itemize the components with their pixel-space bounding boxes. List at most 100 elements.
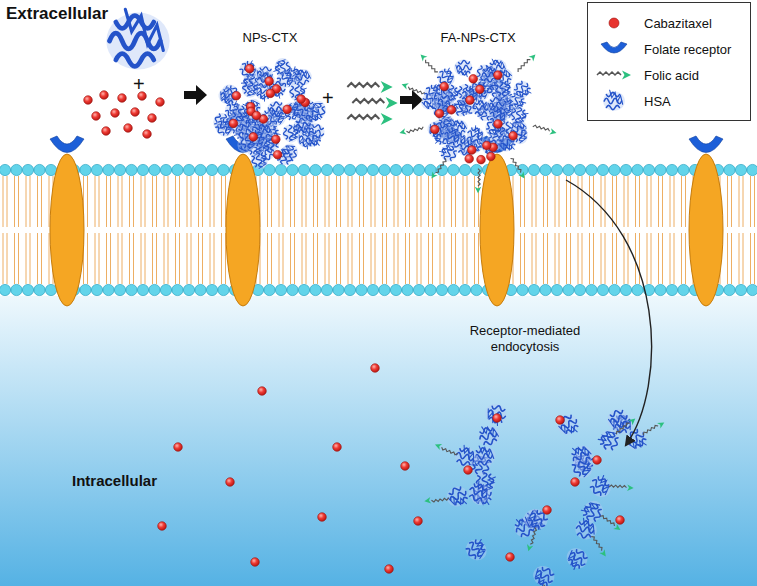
lipid-tail xyxy=(455,233,456,284)
lipid-tail xyxy=(601,233,602,284)
lipid-tail xyxy=(198,176,199,227)
lipid-tail xyxy=(26,233,27,284)
lipid-tail xyxy=(593,176,594,227)
receptor-cup xyxy=(50,136,84,153)
lipid-tail xyxy=(152,233,153,284)
region-label: Intracellular xyxy=(72,471,157,490)
lipid-tail xyxy=(145,233,146,284)
lipid-head xyxy=(160,164,171,175)
hsa-protein xyxy=(476,422,503,448)
lipid-tail xyxy=(743,233,744,284)
cabazitaxel xyxy=(414,517,423,526)
lipid-tail xyxy=(417,233,418,284)
cabazitaxel xyxy=(469,75,478,84)
lipid-head xyxy=(126,164,137,175)
lipid-tail xyxy=(210,233,211,284)
lipid-tail xyxy=(463,176,464,227)
lipid-tail xyxy=(325,176,326,227)
cabazitaxel xyxy=(465,154,474,163)
lipid-tail xyxy=(3,233,4,284)
cabazitaxel xyxy=(571,478,580,487)
lipid-head xyxy=(379,284,390,295)
lipid-tail xyxy=(336,233,337,284)
lipid-tail xyxy=(214,233,215,284)
cabazitaxel xyxy=(229,119,238,128)
lipid-head xyxy=(218,164,229,175)
lipid-tail xyxy=(283,233,284,284)
lipid-head xyxy=(137,284,148,295)
cabazitaxel xyxy=(251,558,260,567)
lipid-tail xyxy=(440,176,441,227)
lipid-tail xyxy=(122,233,123,284)
lipid-tail xyxy=(283,176,284,227)
cabazitaxel xyxy=(92,112,101,121)
lipid-head xyxy=(172,284,183,295)
lipid-tail xyxy=(95,176,96,227)
cabazitaxel xyxy=(431,125,440,134)
lipid-tail xyxy=(106,233,107,284)
lipid-head xyxy=(367,284,378,295)
lipid-tail xyxy=(670,176,671,227)
lipid-tail xyxy=(118,176,119,227)
lipid-tail xyxy=(578,233,579,284)
lipid-tail xyxy=(306,233,307,284)
lipid-tail xyxy=(739,233,740,284)
lipid-head xyxy=(137,164,148,175)
lipid-tail xyxy=(543,233,544,284)
lipid-tail xyxy=(210,176,211,227)
folate-receptor xyxy=(480,154,514,306)
lipid-tail xyxy=(18,233,19,284)
lipid-tail xyxy=(647,176,648,227)
lipid-tail xyxy=(731,233,732,284)
lipid-head xyxy=(471,284,482,295)
lipid-tail xyxy=(302,176,303,227)
cabazitaxel xyxy=(318,513,327,522)
lipid-tail xyxy=(191,233,192,284)
hsa-protein xyxy=(237,130,260,153)
lipid-tail xyxy=(628,233,629,284)
lipid-head xyxy=(540,164,551,175)
lipid-tail xyxy=(187,176,188,227)
lipid-tail xyxy=(168,176,169,227)
lipid-head xyxy=(678,284,689,295)
cabazitaxel xyxy=(468,146,477,155)
legend-swatch xyxy=(609,18,619,28)
lipid-tail xyxy=(41,176,42,227)
lipid-head xyxy=(321,284,332,295)
lipid-tail xyxy=(26,176,27,227)
lipid-tail xyxy=(394,233,395,284)
lipid-head xyxy=(287,164,298,175)
lipid-head xyxy=(149,164,160,175)
lipid-tail xyxy=(651,233,652,284)
lipid-tail xyxy=(317,233,318,284)
lipid-head xyxy=(80,284,91,295)
lipid-tail xyxy=(87,233,88,284)
lipid-tail xyxy=(37,176,38,227)
lipid-tail xyxy=(30,176,31,227)
lipid-tail xyxy=(118,233,119,284)
cabazitaxel xyxy=(174,443,183,452)
cabazitaxel xyxy=(226,478,235,487)
lipid-head xyxy=(321,164,332,175)
lipid-tail xyxy=(727,233,728,284)
cabazitaxel xyxy=(131,108,140,117)
cabazitaxel xyxy=(252,111,261,120)
lipid-tail xyxy=(294,176,295,227)
hsa-protein xyxy=(487,105,510,127)
cabazitaxel xyxy=(401,462,410,471)
lipid-head xyxy=(459,164,470,175)
lipid-tail xyxy=(371,233,372,284)
legend-box: CabazitaxelFolate receptorFolic acidHSA xyxy=(587,2,751,121)
legend-row: Cabazitaxel xyxy=(594,10,750,36)
process-arrow xyxy=(184,85,207,105)
lipid-tail xyxy=(543,176,544,227)
lipid-tail xyxy=(133,233,134,284)
folic-acid xyxy=(532,124,557,137)
lipid-head xyxy=(724,164,735,175)
cabazitaxel xyxy=(297,95,306,104)
lipid-tail xyxy=(405,233,406,284)
lipid-tail xyxy=(754,176,755,227)
cabazitaxel xyxy=(249,133,258,142)
cabazitaxel xyxy=(283,105,292,114)
lipid-tail xyxy=(739,176,740,227)
